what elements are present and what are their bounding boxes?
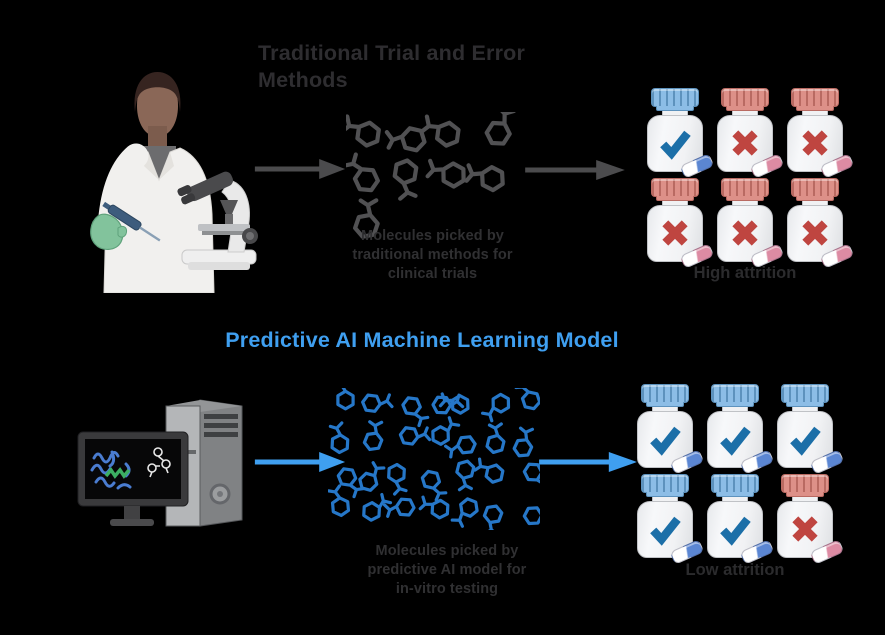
bottle-grid-traditional <box>644 88 855 269</box>
pill-bottle-pass <box>777 384 845 475</box>
bottle-cap <box>711 384 759 403</box>
pill-bottle-pass <box>707 474 775 565</box>
arrow-right-icon <box>539 452 637 472</box>
pipette <box>102 201 161 242</box>
computer-monitor <box>77 431 189 526</box>
pill-bottle-fail <box>787 88 855 179</box>
bottle-cap <box>791 178 839 197</box>
checkmark-icon <box>660 130 691 160</box>
checkmark-icon <box>650 426 681 456</box>
bottle-cap <box>641 474 689 493</box>
bottle-cap <box>791 88 839 107</box>
molecule-sketch <box>147 447 171 478</box>
pill-bottle-pass <box>707 384 775 475</box>
pill-bottle-fail <box>647 178 715 269</box>
pill-bottle-pass <box>647 88 715 179</box>
bottle-cap <box>651 88 699 107</box>
arrow-right-icon <box>254 159 346 179</box>
checkmark-icon <box>720 516 751 546</box>
pill-bottle-pass <box>637 384 705 475</box>
bottle-cap <box>711 474 759 493</box>
traditional-title: Traditional Trial and Error Methods <box>258 41 526 93</box>
bottle-cap <box>781 384 829 403</box>
pill-bottle-fail <box>787 178 855 269</box>
glove <box>90 213 124 250</box>
pill-bottle-fail <box>717 88 785 179</box>
checkmark-icon <box>720 426 751 456</box>
x-mark-icon <box>802 220 828 246</box>
microscope <box>177 171 258 270</box>
x-mark-icon <box>732 130 758 156</box>
protein-helix <box>104 467 131 479</box>
traditional-caption: Molecules picked by traditional methods … <box>352 228 513 283</box>
bottle-cap <box>721 178 769 197</box>
monitor-stand <box>124 506 140 519</box>
pill-bottle-fail <box>777 474 845 565</box>
bottle-body <box>777 501 833 558</box>
x-mark-icon <box>792 516 818 542</box>
molecule-cluster-traditional <box>346 112 517 239</box>
ai-caption: Molecules picked by predictive AI model … <box>367 543 527 598</box>
x-mark-icon <box>802 130 828 156</box>
arrow-right-icon <box>525 160 625 180</box>
bottle-grid-ai <box>634 384 845 565</box>
checkmark-icon <box>650 516 681 546</box>
bottle-cap <box>641 384 689 403</box>
bottle-cap <box>721 88 769 107</box>
bottle-cap <box>651 178 699 197</box>
high-attrition-label: High attrition <box>693 264 797 282</box>
bottle-cap <box>781 474 829 493</box>
x-mark-icon <box>662 220 688 246</box>
low-attrition-label: Low attrition <box>685 561 785 579</box>
pill-bottle-pass <box>637 474 705 565</box>
scientist-head <box>137 75 178 137</box>
protein-ribbon <box>90 450 132 490</box>
arrow-right-icon <box>254 452 346 472</box>
checkmark-icon <box>790 426 821 456</box>
scientist-illustration <box>90 72 258 293</box>
molecule-cluster-ai <box>328 388 540 530</box>
x-mark-icon <box>732 220 758 246</box>
ai-title: Predictive AI Machine Learning Model <box>225 328 619 352</box>
scientist-hair <box>134 72 181 112</box>
computer-illustration <box>77 399 243 527</box>
pill-bottle-fail <box>717 178 785 269</box>
